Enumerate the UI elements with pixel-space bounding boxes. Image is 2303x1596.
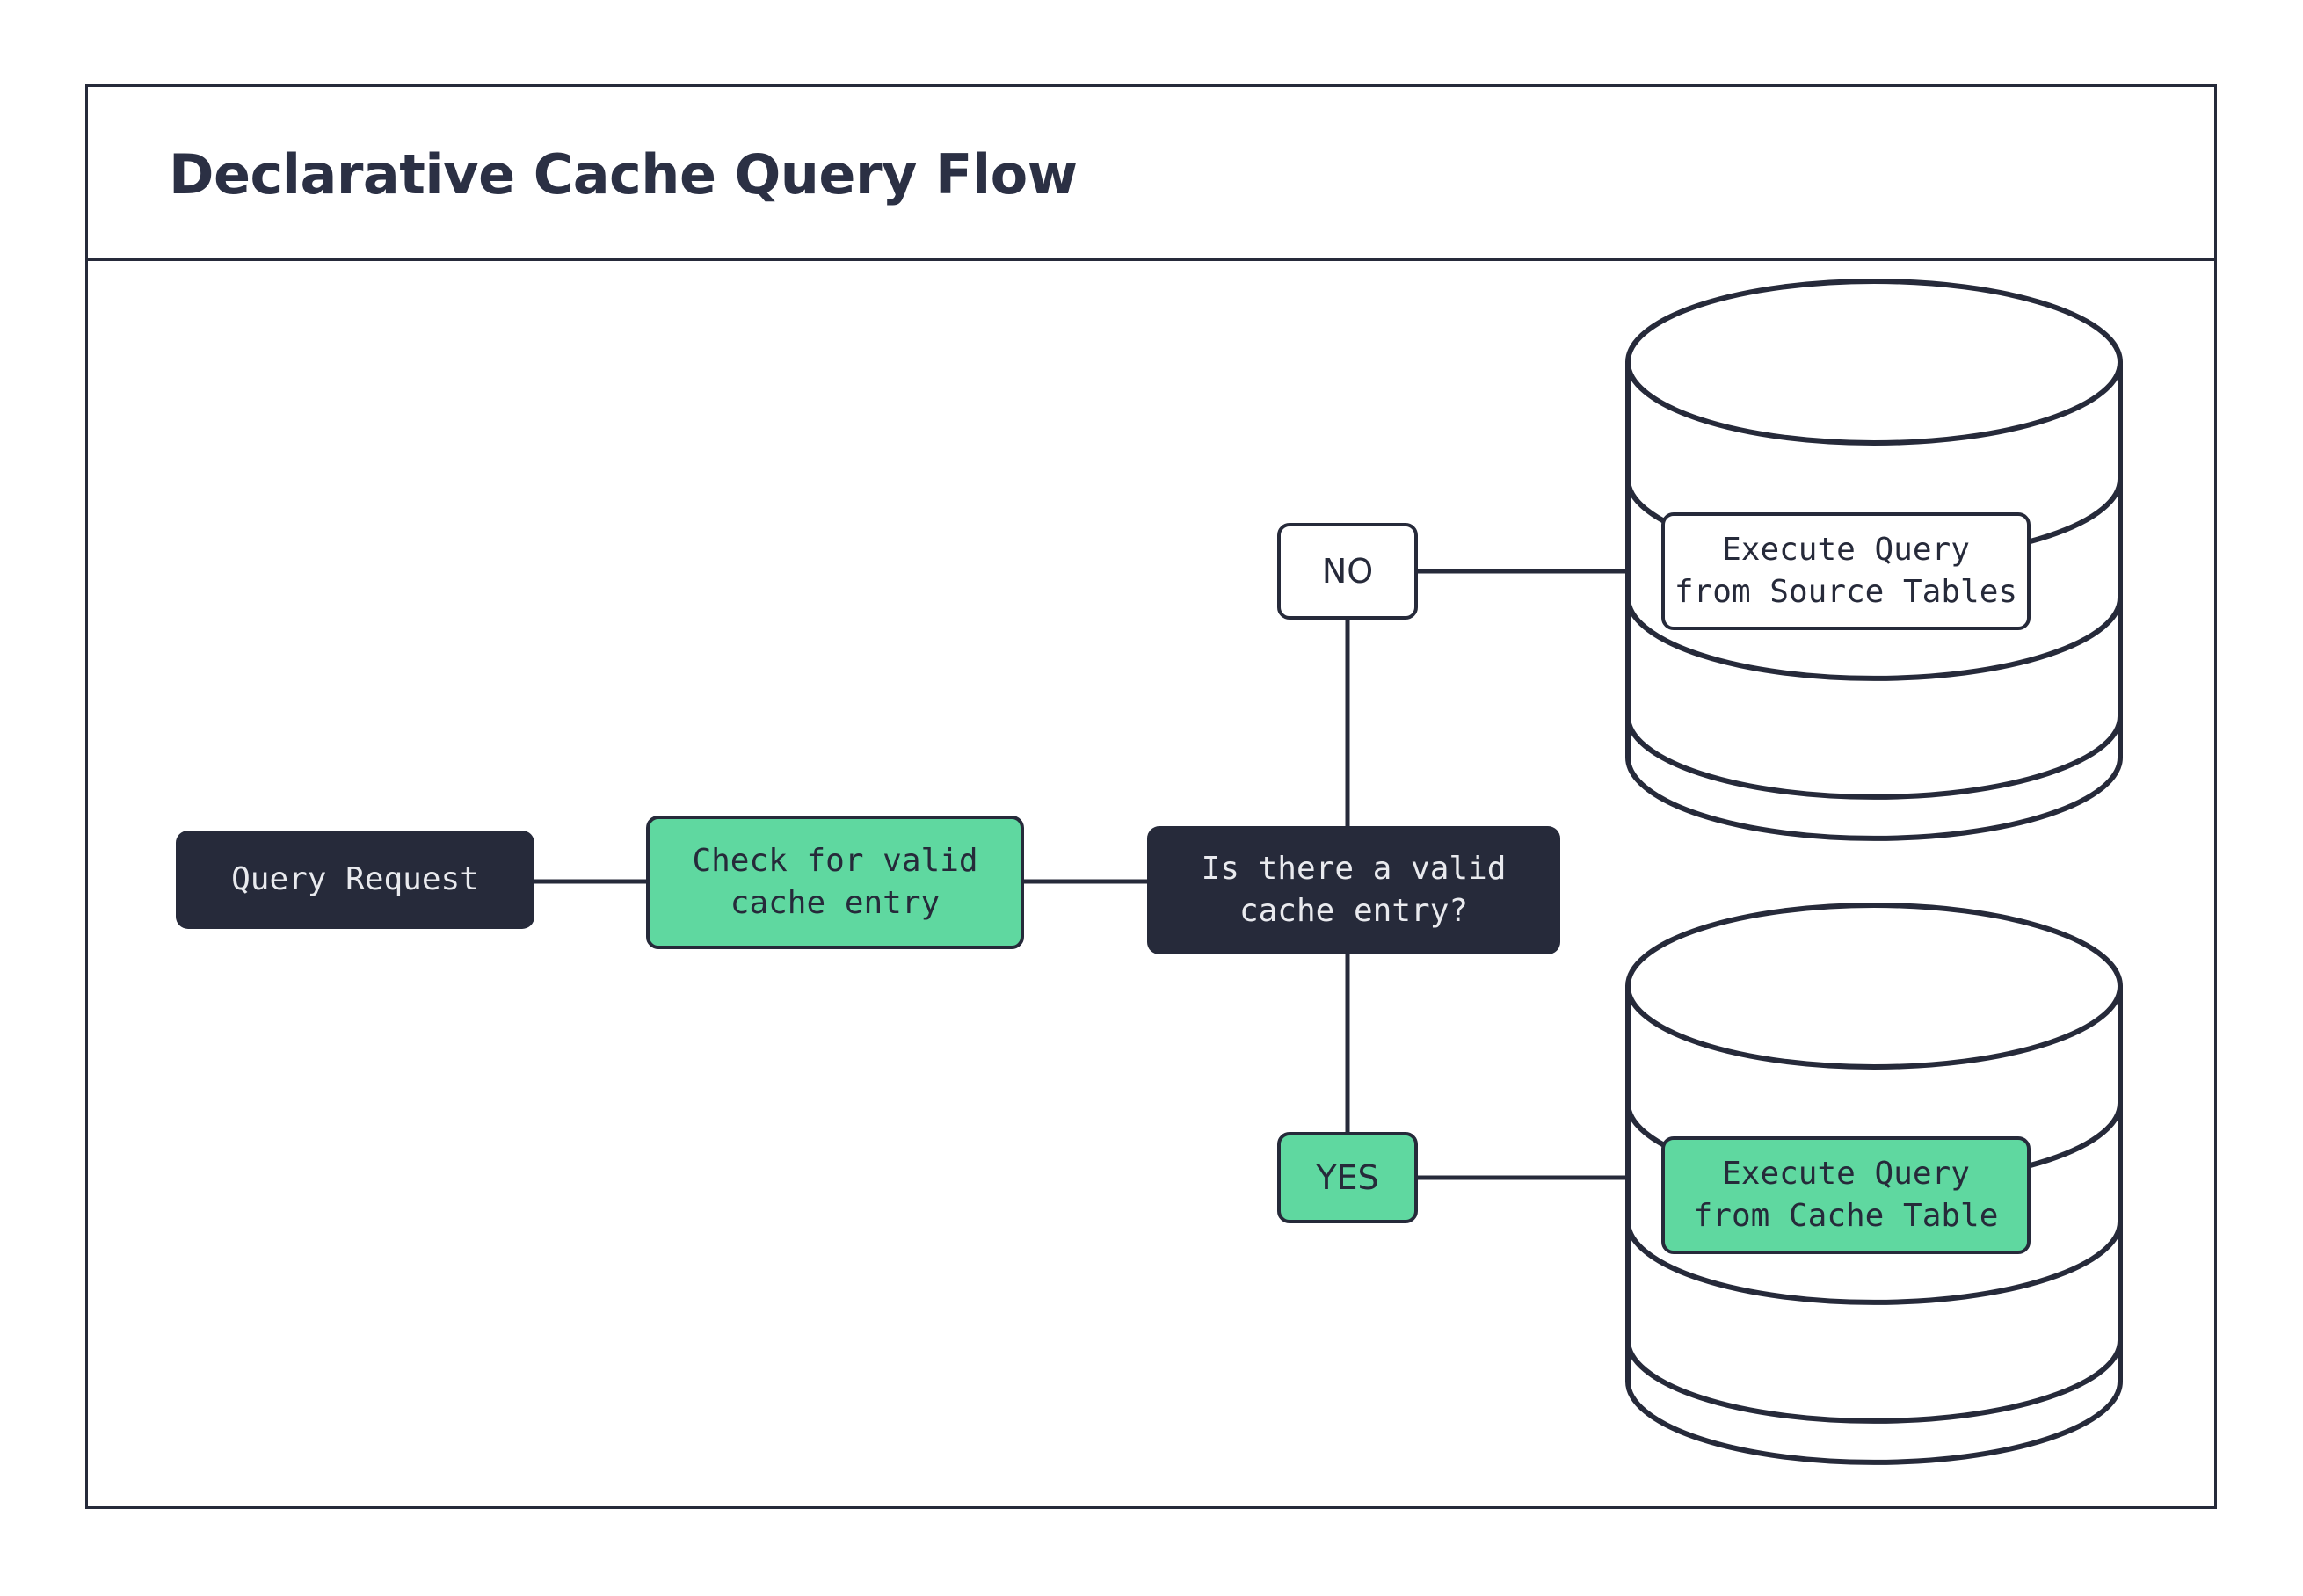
node-query-request[interactable]: Query Request: [176, 831, 534, 929]
diagram-header-bar: [85, 84, 2217, 261]
edge-label-no[interactable]: NO: [1277, 523, 1418, 620]
page-title: Declarative Cache Query Flow: [169, 141, 1078, 207]
node-execute-query-cache-table[interactable]: Execute Query from Cache Table: [1661, 1136, 2031, 1254]
node-decision-valid-cache[interactable]: Is there a valid cache entry?: [1147, 826, 1560, 954]
edge-label-yes[interactable]: YES: [1277, 1132, 1418, 1223]
diagram-frame: [85, 84, 2217, 1509]
node-execute-query-source-tables[interactable]: Execute Query from Source Tables: [1661, 512, 2031, 630]
node-check-cache[interactable]: Check for valid cache entry: [646, 816, 1024, 949]
